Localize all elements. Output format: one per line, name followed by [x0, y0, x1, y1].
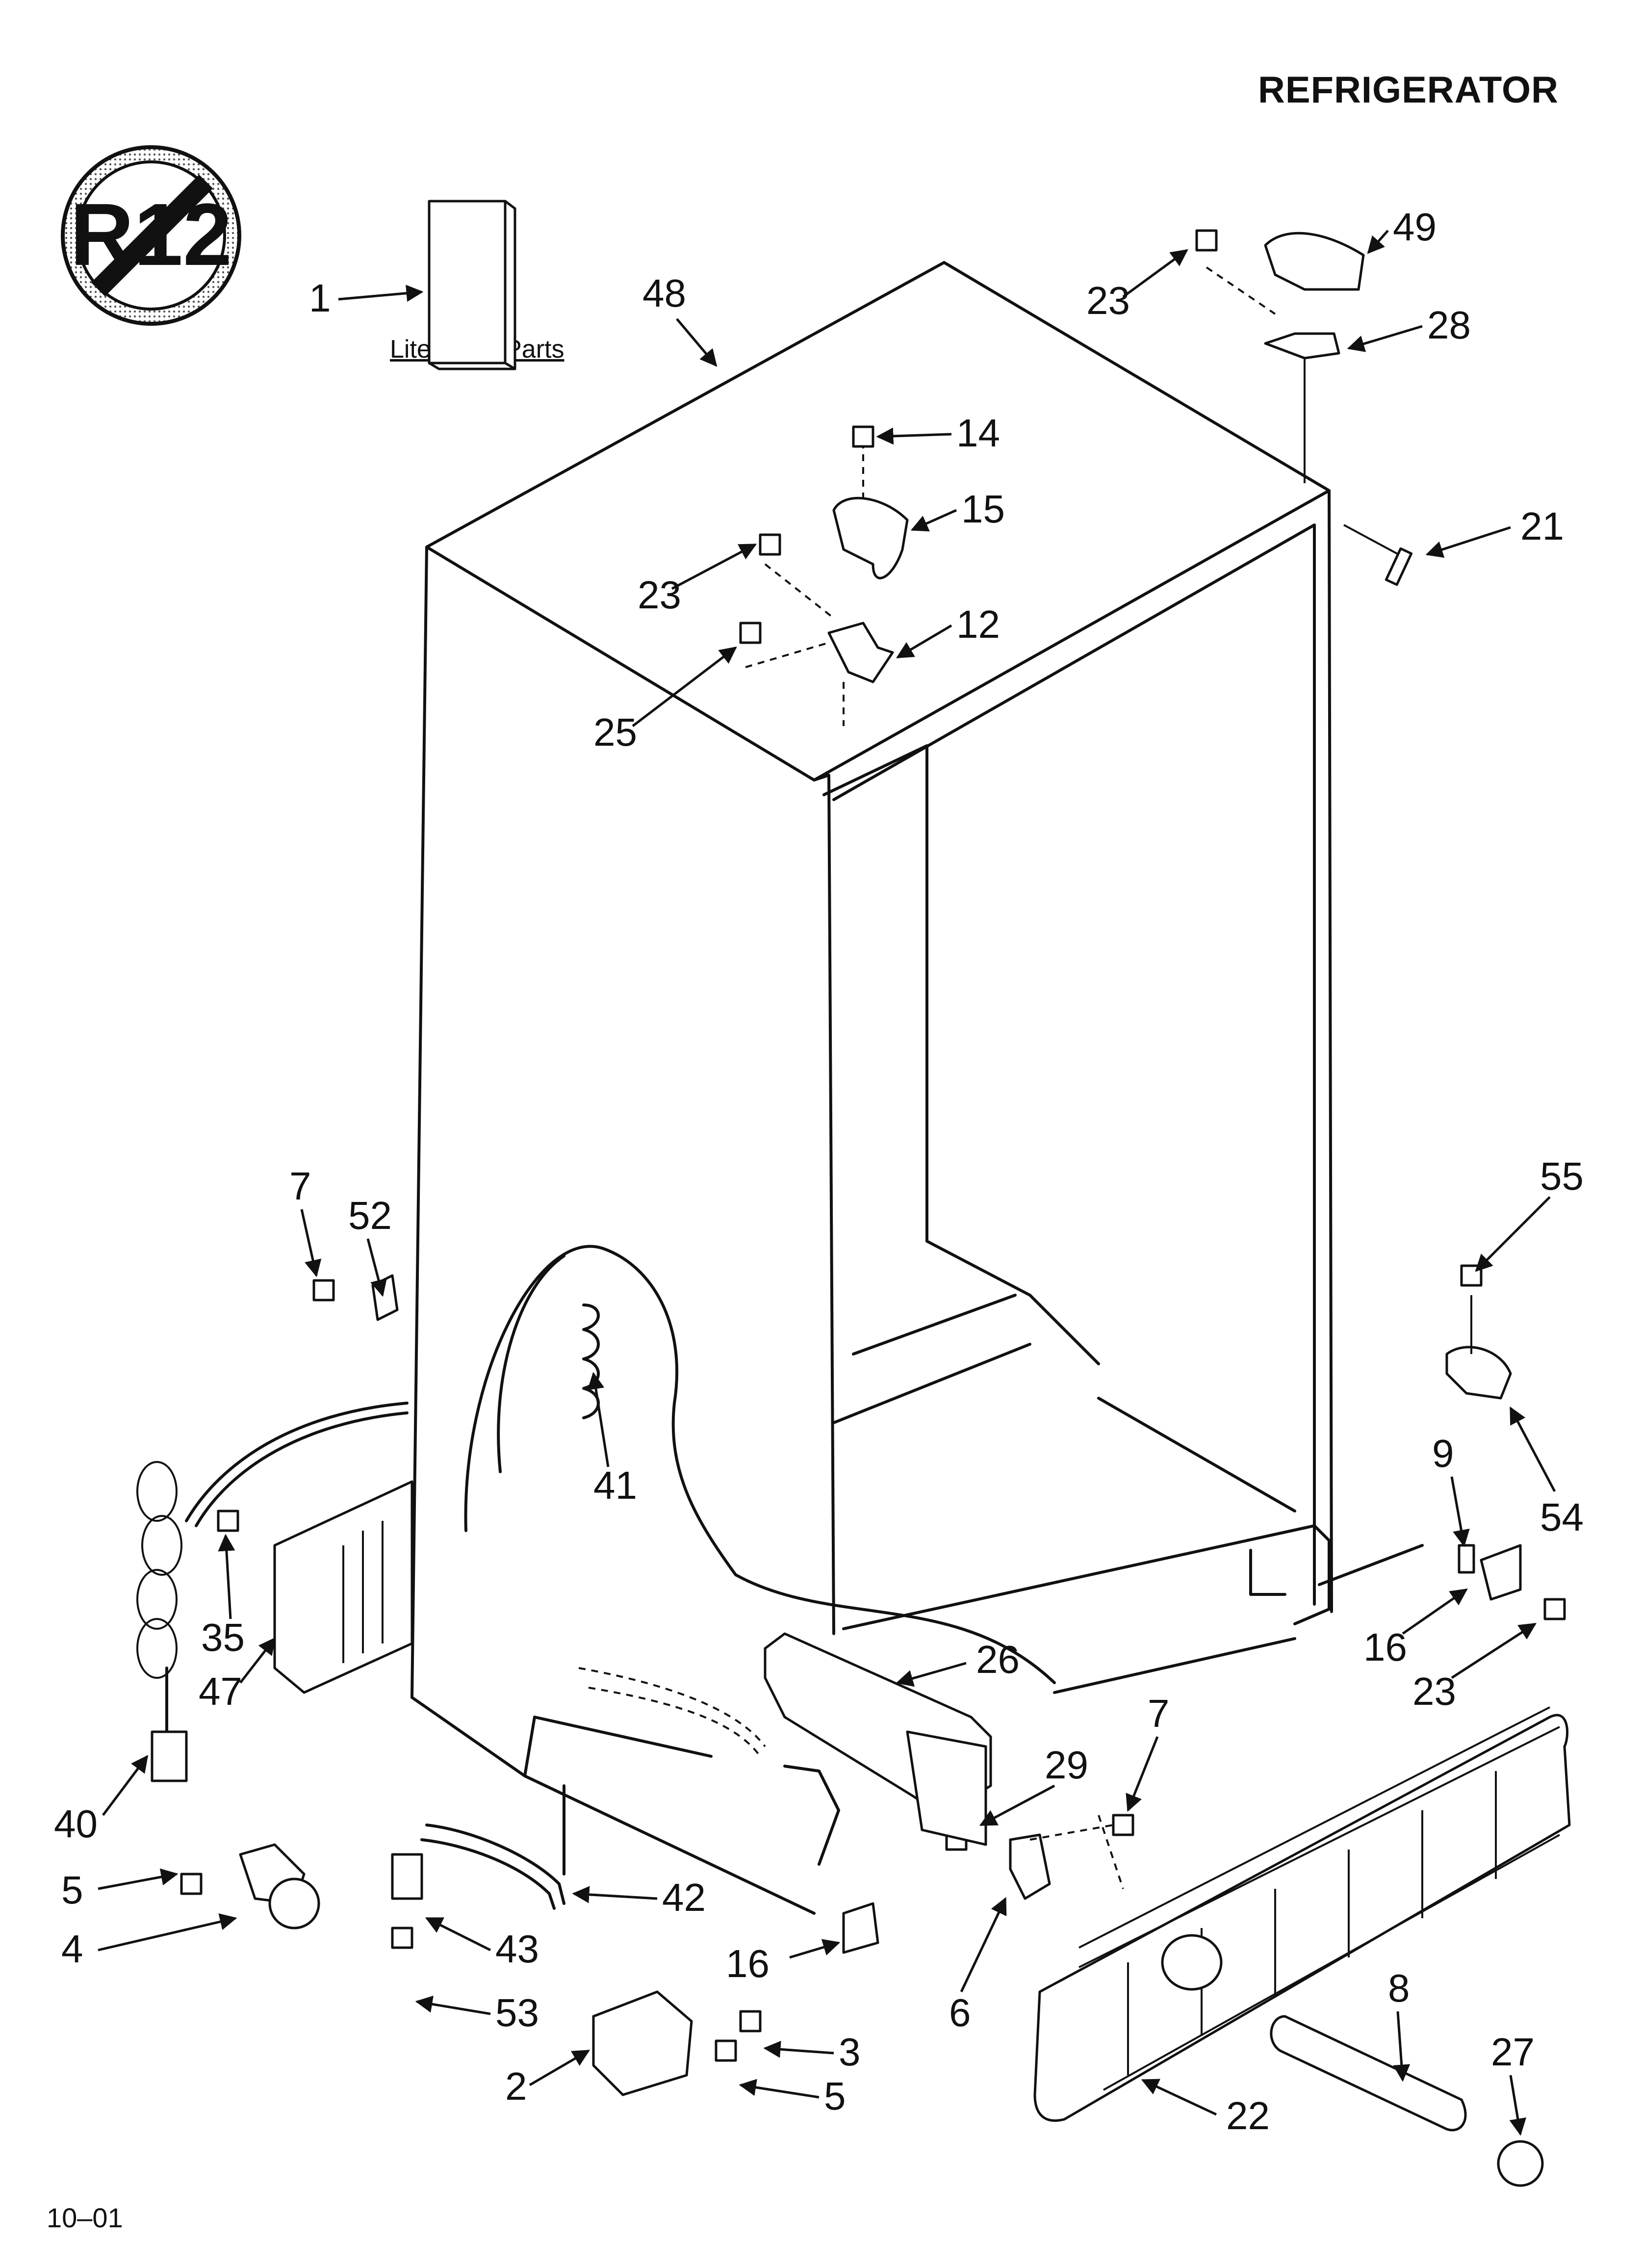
bottom-brackets	[592, 1730, 1124, 2096]
right-brackets	[1445, 1295, 1522, 1601]
callout-55: 55	[1540, 1154, 1584, 1198]
callout-43: 43	[495, 1927, 539, 1971]
roller-4	[239, 1843, 320, 1929]
electrical-parts	[136, 1402, 413, 1782]
drain-tube-42	[391, 1824, 565, 1910]
callout-14: 14	[956, 411, 1000, 455]
literature-booklet	[428, 200, 516, 370]
callout-41: 41	[593, 1463, 637, 1507]
callout-28: 28	[1427, 303, 1471, 347]
callout-5b: 5	[824, 2074, 846, 2118]
left-parts	[371, 1274, 600, 1419]
water-filter-8	[1270, 2015, 1544, 2187]
callout-40: 40	[54, 1802, 98, 1846]
callout-23b: 23	[638, 573, 681, 617]
callout-48: 48	[642, 271, 686, 315]
callout-7b: 7	[1148, 1692, 1170, 1735]
callout-8: 8	[1388, 1966, 1410, 2010]
callout-16a: 16	[1363, 1625, 1407, 1669]
callout-23a: 23	[1086, 279, 1130, 322]
callout-12: 12	[956, 602, 1000, 646]
top-hinge-left	[745, 442, 909, 726]
callout-26: 26	[976, 1638, 1020, 1681]
leader-arrows	[98, 230, 1556, 2136]
top-hinge-right	[1206, 232, 1413, 586]
callout-2: 2	[505, 2064, 527, 2108]
callout-42: 42	[662, 1876, 706, 1919]
cabinet	[410, 261, 1424, 1915]
page-title: REFRIGERATOR	[1258, 69, 1559, 111]
callout-23c: 23	[1412, 1669, 1456, 1713]
callout-21: 21	[1520, 504, 1564, 548]
grille-22	[1033, 1706, 1571, 2122]
callout-29: 29	[1045, 1743, 1088, 1787]
footer-code: 10–01	[47, 2202, 123, 2233]
callout-54: 54	[1540, 1495, 1584, 1539]
callout-labels: 1 48 23 49 28 14 15 21 23 12 25 7 52 55 …	[54, 205, 1584, 2138]
no-r12-icon: R12	[61, 145, 241, 326]
callout-35: 35	[201, 1616, 245, 1659]
callout-7a: 7	[289, 1164, 311, 1208]
callout-16b: 16	[726, 1942, 770, 1985]
callout-15: 15	[961, 487, 1005, 531]
callout-4: 4	[61, 1927, 83, 1971]
callout-49: 49	[1393, 205, 1437, 249]
callout-52: 52	[348, 1194, 392, 1237]
callout-1: 1	[309, 276, 331, 320]
callout-3: 3	[839, 2030, 861, 2074]
callout-5a: 5	[61, 1868, 83, 1912]
screw-parts	[180, 229, 1566, 2062]
callout-9: 9	[1432, 1432, 1454, 1475]
callout-47: 47	[199, 1669, 242, 1713]
callout-6: 6	[949, 1991, 971, 2034]
callout-22: 22	[1226, 2094, 1270, 2138]
callout-53: 53	[495, 1991, 539, 2034]
callout-25: 25	[593, 710, 637, 754]
callout-27: 27	[1491, 2030, 1535, 2074]
